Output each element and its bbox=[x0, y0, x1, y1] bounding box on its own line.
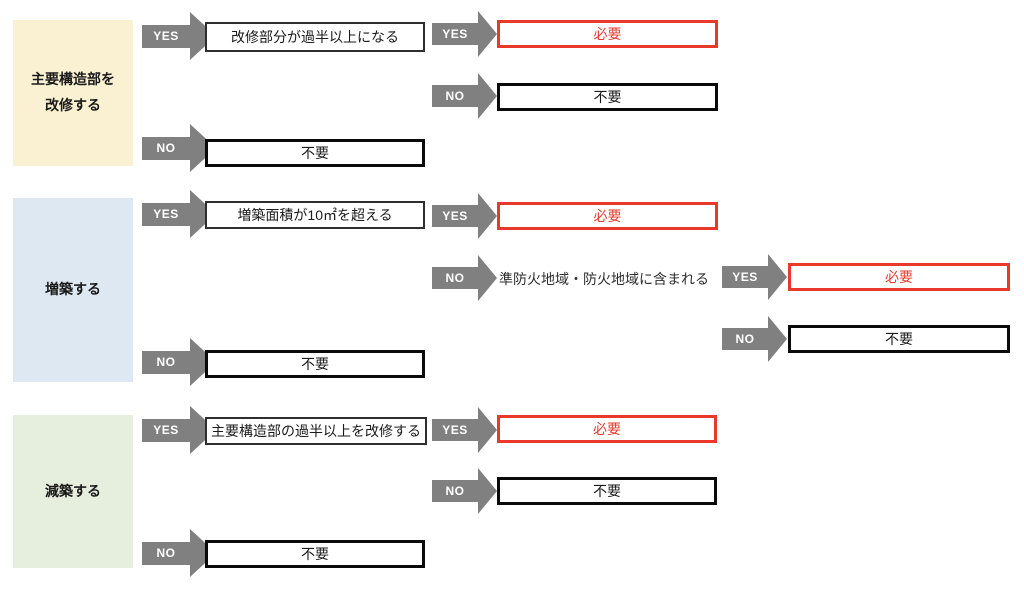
no-arrow-label: NO bbox=[432, 480, 478, 502]
result-required-text: 必要 bbox=[885, 269, 913, 285]
sub-condition-text: 準防火地域・防火地域に含まれる bbox=[495, 268, 713, 289]
result-not-required-box: 不要 bbox=[205, 139, 425, 167]
yes-arrow: YES bbox=[432, 11, 497, 57]
no-arrow-label: NO bbox=[432, 267, 478, 289]
result-not-required-text: 不要 bbox=[301, 356, 329, 372]
result-required-box: 必要 bbox=[788, 263, 1010, 291]
yes-arrow-label: YES bbox=[432, 23, 478, 45]
result-not-required-box: 不要 bbox=[788, 325, 1010, 353]
arrow-head-icon bbox=[768, 254, 787, 300]
result-not-required-text: 不要 bbox=[593, 89, 622, 105]
condition-text: 増築面積が10㎡を超える bbox=[237, 207, 393, 223]
condition-box: 改修部分が過半以上になる bbox=[205, 22, 425, 52]
condition-box: 増築面積が10㎡を超える bbox=[205, 201, 425, 229]
result-not-required-box: 不要 bbox=[497, 83, 718, 111]
result-required-box: 必要 bbox=[497, 20, 718, 48]
yes-arrow-label: YES bbox=[142, 202, 190, 226]
result-required-text: 必要 bbox=[593, 208, 622, 224]
no-arrow-label: NO bbox=[142, 541, 190, 565]
condition-text: 主要構造部の過半以上を改修する bbox=[211, 423, 421, 439]
result-required-box: 必要 bbox=[497, 202, 718, 230]
no-arrow-label: NO bbox=[722, 328, 768, 350]
no-arrow: NO bbox=[432, 73, 497, 119]
yes-arrow: YES bbox=[142, 12, 216, 60]
result-not-required-text: 不要 bbox=[301, 546, 329, 562]
yes-arrow: YES bbox=[432, 407, 497, 453]
arrow-head-icon bbox=[478, 407, 497, 453]
yes-arrow: YES bbox=[142, 190, 216, 238]
no-arrow-label: NO bbox=[432, 85, 478, 107]
result-not-required-text: 不要 bbox=[593, 483, 621, 499]
arrow-head-icon bbox=[478, 193, 497, 239]
condition-box: 主要構造部の過半以上を改修する bbox=[205, 417, 427, 445]
arrow-head-icon bbox=[478, 468, 497, 514]
arrow-head-icon bbox=[478, 255, 497, 301]
category-label-line: 主要構造部を bbox=[31, 71, 115, 88]
yes-arrow-label: YES bbox=[432, 205, 478, 227]
category-label-line: 増築する bbox=[45, 281, 101, 298]
yes-arrow-label: YES bbox=[432, 419, 478, 441]
result-not-required-box: 不要 bbox=[205, 540, 425, 568]
result-not-required-box: 不要 bbox=[205, 350, 425, 378]
no-arrow: NO bbox=[432, 255, 497, 301]
category-label-line: 改修する bbox=[45, 97, 101, 113]
result-not-required-text: 不要 bbox=[301, 145, 329, 161]
category-box-extension: 増築する bbox=[13, 198, 133, 382]
yes-arrow-label: YES bbox=[722, 266, 768, 288]
arrow-head-icon bbox=[478, 73, 497, 119]
result-not-required-box: 不要 bbox=[497, 477, 717, 505]
category-box-renovation: 主要構造部を 改修する bbox=[13, 20, 133, 166]
category-label-line: 減築する bbox=[45, 482, 101, 499]
no-arrow-label: NO bbox=[142, 136, 190, 160]
condition-text: 改修部分が過半以上になる bbox=[231, 29, 399, 45]
yes-arrow: YES bbox=[432, 193, 497, 239]
result-required-text: 必要 bbox=[593, 421, 621, 437]
yes-arrow-label: YES bbox=[142, 418, 190, 442]
arrow-head-icon bbox=[478, 11, 497, 57]
result-not-required-text: 不要 bbox=[885, 331, 913, 347]
yes-arrow: YES bbox=[142, 406, 216, 454]
yes-arrow: YES bbox=[722, 254, 787, 300]
yes-arrow-label: YES bbox=[142, 24, 190, 48]
no-arrow: NO bbox=[432, 468, 497, 514]
arrow-head-icon bbox=[768, 316, 787, 362]
no-arrow-label: NO bbox=[142, 350, 190, 374]
result-required-box: 必要 bbox=[497, 415, 717, 443]
sub-condition-label: 準防火地域・防火地域に含まれる bbox=[499, 270, 709, 287]
result-required-text: 必要 bbox=[593, 26, 622, 42]
category-box-reduction: 減築する bbox=[13, 415, 133, 568]
no-arrow: NO bbox=[722, 316, 787, 362]
